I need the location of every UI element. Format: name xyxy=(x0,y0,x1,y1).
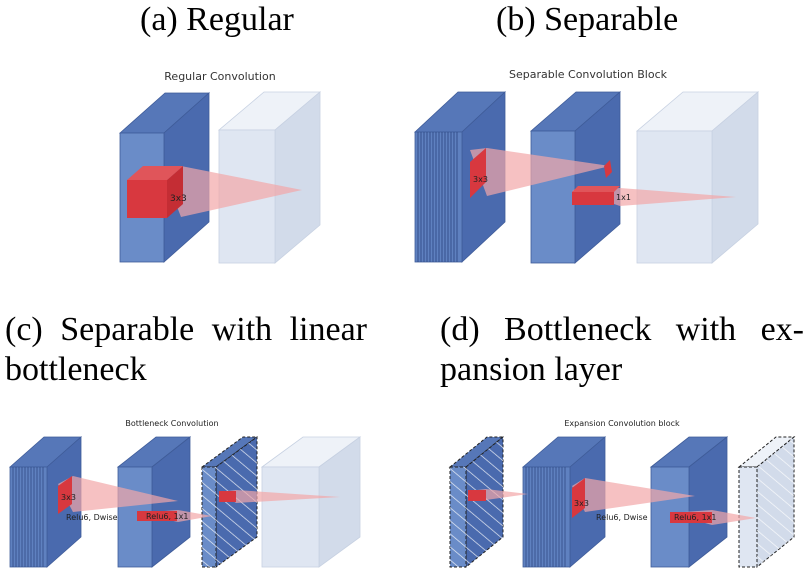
panel-d: Expansion Convolution block xyxy=(448,419,796,569)
panel-a: Regular Convolution 3x3 xyxy=(118,70,322,264)
caption-c-line1: (c) Separable with linear xyxy=(5,311,367,348)
dw-note-d: Relu6, Dwise xyxy=(596,513,648,522)
middle-tensor-c xyxy=(116,436,192,568)
dw-note-c: Relu6, Dwise xyxy=(66,513,118,522)
pw-note-c: Relu6, 1x1 xyxy=(146,512,189,521)
kernel-label-a: 3x3 xyxy=(170,194,187,204)
dw-beam-c xyxy=(58,476,178,512)
pw-label-b: 1x1 xyxy=(616,193,631,202)
out-beam-c xyxy=(219,490,340,503)
pw-kernel-d xyxy=(670,512,712,523)
projection-beam-a xyxy=(165,166,302,217)
dw-beam-b xyxy=(470,148,610,196)
output-tensor-b xyxy=(635,91,760,264)
dw-label-b: 3x3 xyxy=(473,175,488,184)
subtitle-d: Expansion Convolution block xyxy=(564,419,680,428)
pw-kernel-b xyxy=(572,186,620,205)
pw-kernel-c xyxy=(137,511,177,521)
dw-kernel-d xyxy=(572,478,585,518)
dw-output-point-b xyxy=(604,160,612,178)
dw-label-d: 3x3 xyxy=(574,499,589,508)
output-tensor-c xyxy=(260,436,362,568)
caption-d-line1: (d) Bottleneck with ex- xyxy=(440,311,804,348)
subtitle-c: Bottleneck Convolution xyxy=(125,419,218,428)
caption-a: (a) Regular xyxy=(140,1,294,38)
dw-kernel-c xyxy=(58,476,72,514)
kernel-cube-a xyxy=(127,166,183,218)
exp-kernel-d xyxy=(468,490,486,501)
out-kernel-c xyxy=(219,491,236,502)
output-tensor-d xyxy=(737,435,796,569)
dw-beam-d xyxy=(572,478,695,512)
caption-d-line2: pansion layer xyxy=(440,351,623,388)
panel-c: Bottleneck Convolution xyxy=(8,419,362,568)
subtitle-b: Separable Convolution Block xyxy=(509,68,668,81)
caption-c-line2: bottleneck xyxy=(5,351,147,388)
caption-b: (b) Separable xyxy=(496,1,679,38)
input-expansion-d xyxy=(448,435,505,569)
dw-label-c: 3x3 xyxy=(61,493,76,502)
pw-note-d: Relu6, 1x1 xyxy=(674,513,717,522)
dw-kernel-b xyxy=(470,148,486,198)
subtitle-a: Regular Convolution xyxy=(164,70,275,83)
panel-b: Separable Convolution Block xyxy=(413,68,760,264)
middle-tensor-d xyxy=(649,436,729,568)
middle-tensor-b xyxy=(529,91,622,264)
